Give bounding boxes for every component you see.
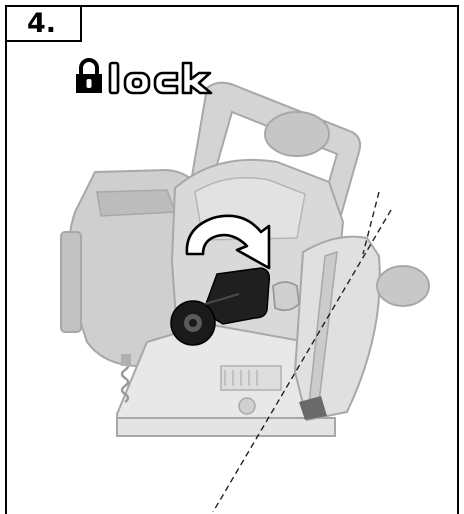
lock-text-outline — [110, 63, 211, 93]
padlock-icon — [76, 60, 102, 93]
lock-label: lock — [73, 57, 218, 97]
step-number-box: 4. — [5, 5, 82, 42]
blade-guard — [295, 237, 429, 420]
tool-illustration — [7, 42, 457, 514]
lock-wordmark: lock — [73, 57, 218, 97]
bevel-lock-diagram — [7, 42, 457, 514]
adjustment-knob — [273, 282, 299, 310]
step-number: 4. — [27, 10, 56, 37]
